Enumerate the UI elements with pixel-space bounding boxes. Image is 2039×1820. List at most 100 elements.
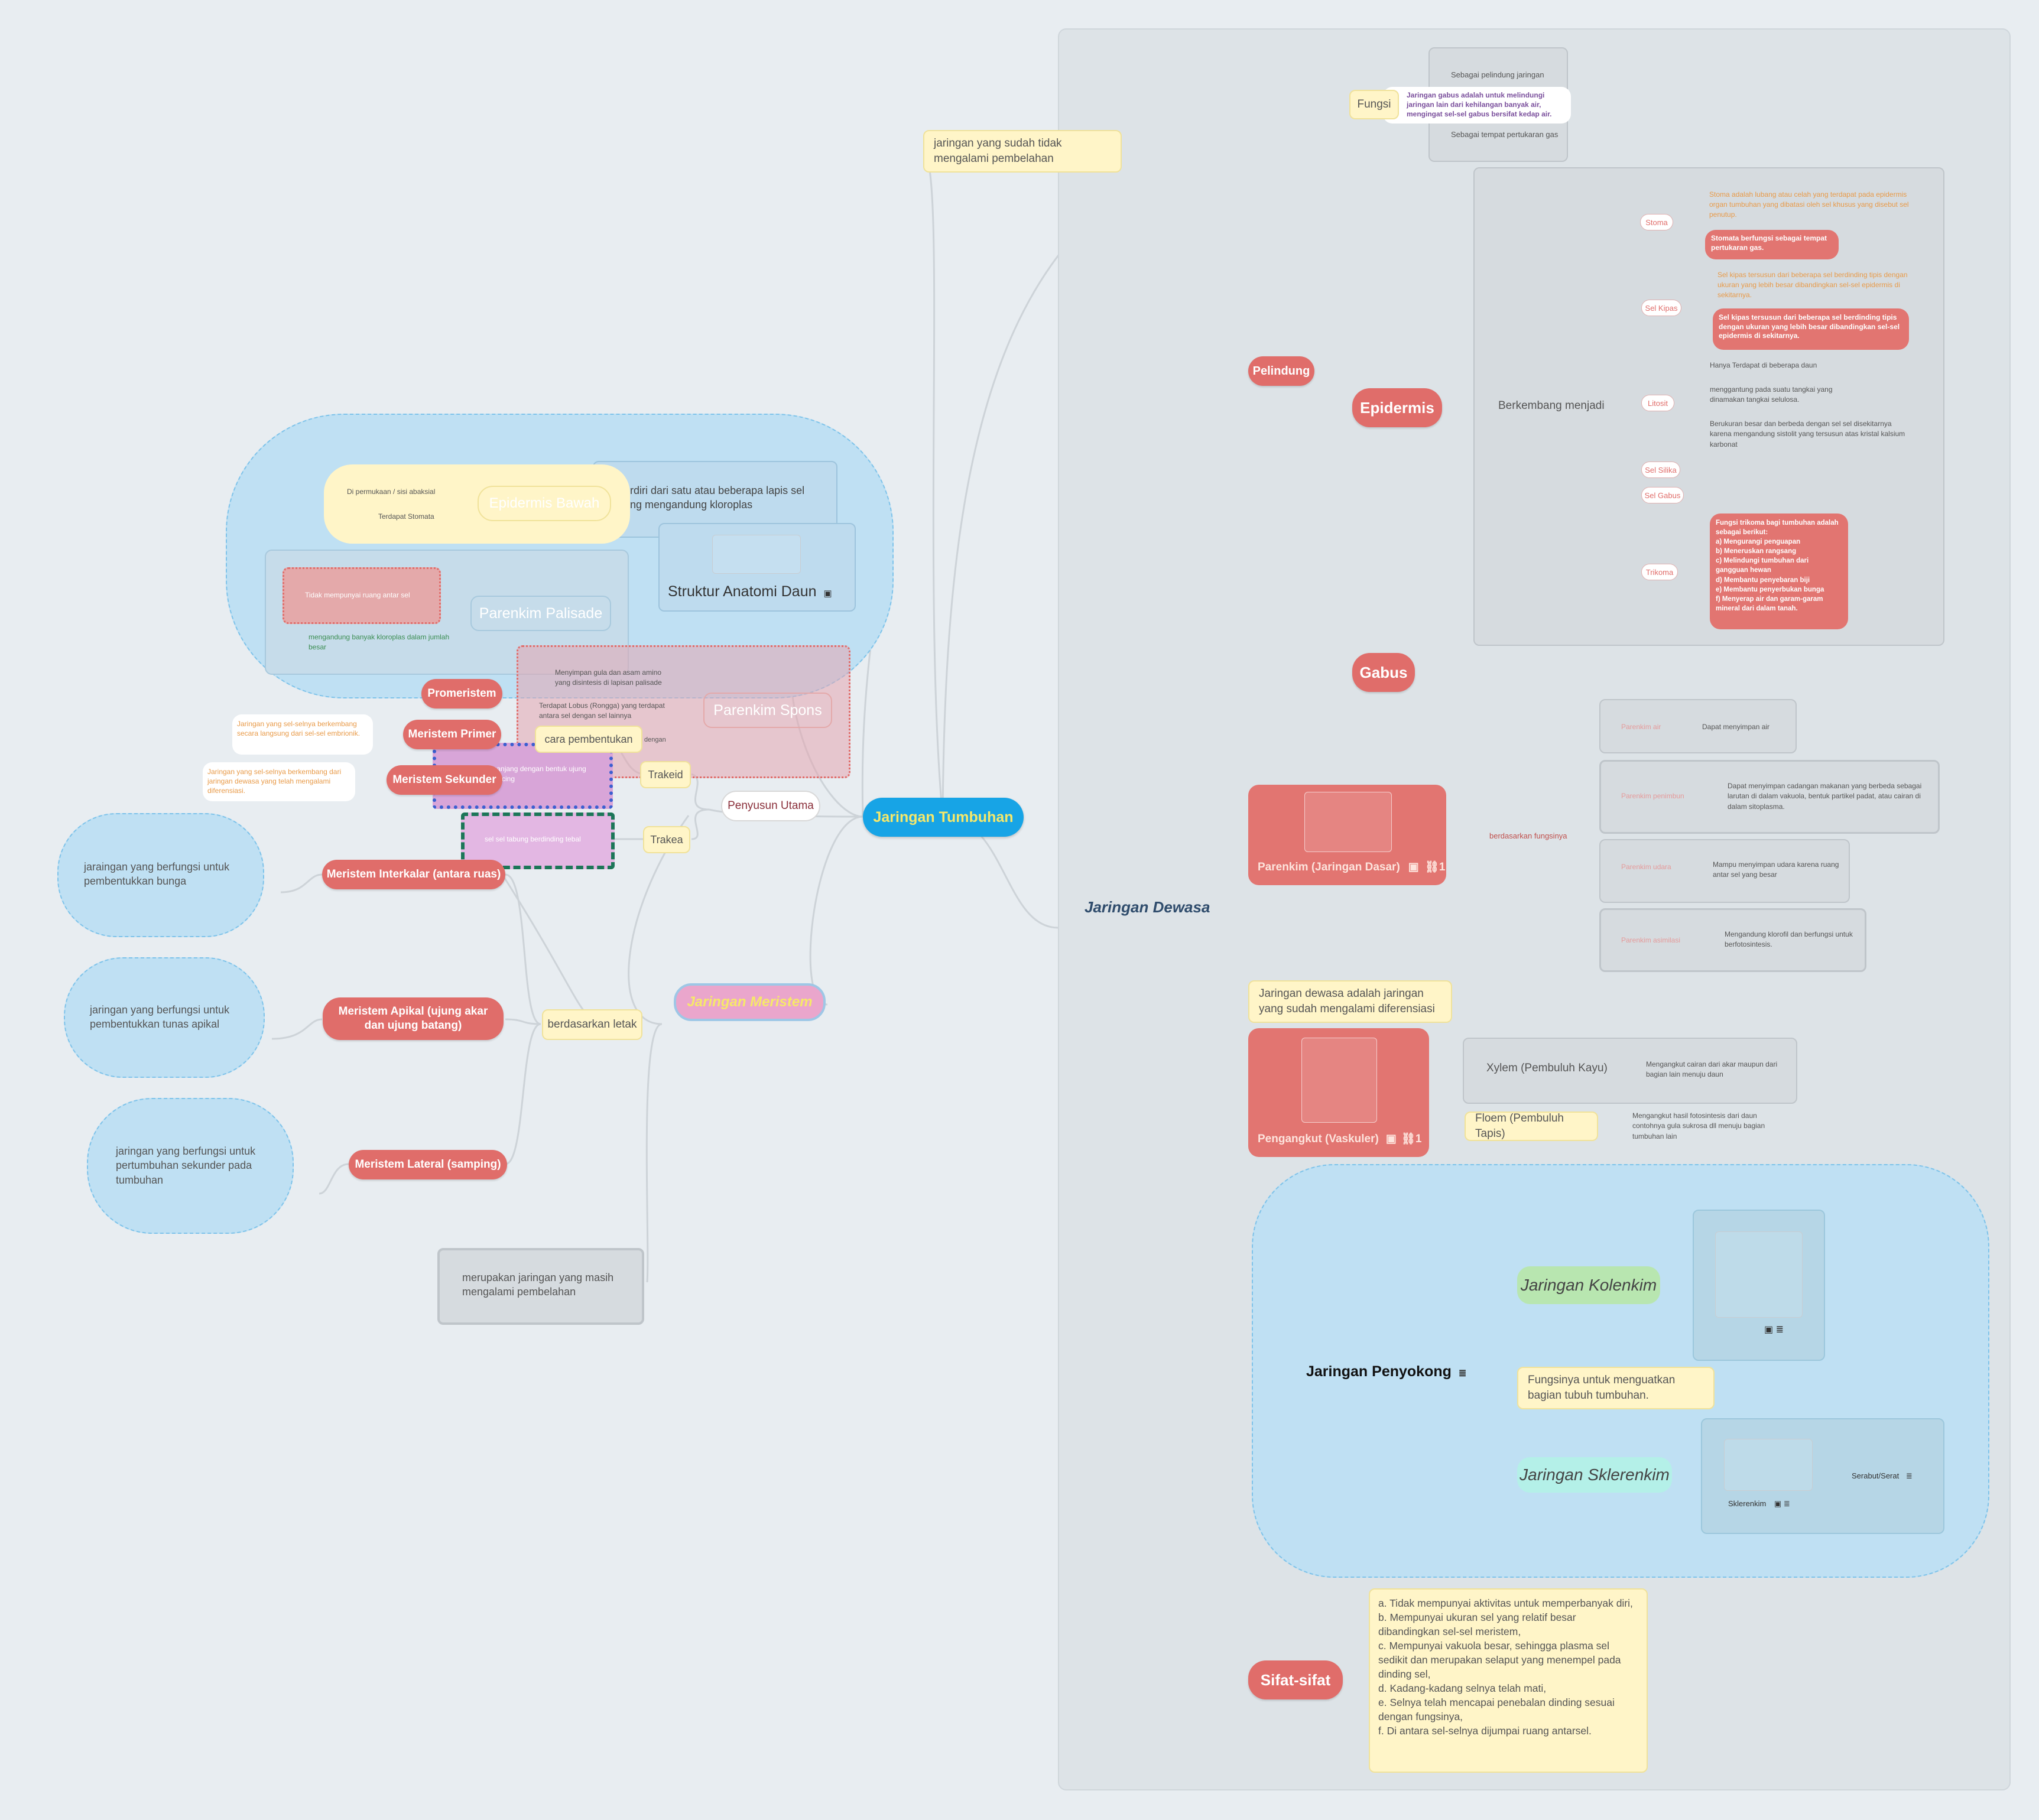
kolenkim-image-panel	[1693, 1210, 1825, 1361]
berdasarkan-fungsinya[interactable]: berdasarkan fungsinya	[1489, 831, 1567, 840]
serabut-node[interactable]: Serabut/Serat ≣	[1852, 1471, 1913, 1480]
penyusun-utama-node[interactable]: Penyusun Utama	[721, 791, 820, 821]
link-icon: ⛓	[1424, 861, 1439, 873]
parenkim-asimilasi-label[interactable]: Parenkim asimilasi	[1621, 936, 1681, 944]
image-icon: ▣	[1385, 1133, 1397, 1145]
parenkim-node[interactable]: Parenkim (Jaringan Dasar) ▣ ⛓1	[1248, 785, 1446, 885]
epidermis-bawah-item-2: Terdapat Stomata	[378, 512, 434, 521]
meristem-lateral-node[interactable]: Meristem Lateral (samping)	[349, 1150, 507, 1179]
parenkim-penimbun-label[interactable]: Parenkim penimbun	[1621, 792, 1684, 800]
kolenkim-node[interactable]: Jaringan Kolenkim	[1517, 1266, 1660, 1304]
meristem-note[interactable]: merupakan jaringan yang masih mengalami …	[462, 1272, 614, 1298]
sifat-list[interactable]: a. Tidak mempunyai aktivitas untuk mempe…	[1369, 1588, 1648, 1773]
epidermis-bawah-box	[324, 464, 630, 544]
cara-pembentukan-node[interactable]: cara pembentukan	[535, 726, 642, 753]
parenkim-asimilasi-panel	[1599, 908, 1866, 972]
struktur-box	[658, 523, 856, 612]
floem-node[interactable]: Floem (Pembuluh Tapis)	[1465, 1112, 1598, 1141]
sel-kipas-node[interactable]: Sel Kipas	[1641, 300, 1681, 316]
parenkim-udara-label[interactable]: Parenkim udara	[1621, 863, 1671, 871]
spons-label[interactable]: Parenkim Spons	[703, 693, 832, 728]
kolenkim-image	[1715, 1231, 1803, 1318]
trakea-desc-box	[461, 812, 615, 869]
meristem-sekunder-desc: Jaringan yang sel-selnya berkembang dari…	[203, 762, 355, 801]
xylem-panel	[1463, 1038, 1797, 1104]
meristem-note-panel	[437, 1248, 644, 1325]
palisade-item-2: mengandung banyak kloroplas dalam jumlah…	[309, 633, 450, 652]
berkembang-menjadi[interactable]: Berkembang menjadi	[1498, 399, 1605, 412]
link-icon: ⛓	[1401, 1133, 1415, 1145]
sklerenkim-image-caption: Sklerenkim ▣ ≣	[1728, 1499, 1790, 1508]
pengangkut-link-count: 1	[1415, 1133, 1422, 1145]
stoma-node[interactable]: Stoma	[1640, 214, 1673, 230]
image-icon: ▣	[823, 589, 832, 599]
pengangkut-image	[1301, 1038, 1377, 1123]
parenkim-air-desc: Dapat menyimpan air	[1702, 723, 1770, 731]
litosit-item-2: menggantung pada suatu tangkai yang dina…	[1710, 385, 1833, 404]
berdasarkan-letak-node[interactable]: berdasarkan letak	[542, 1009, 642, 1040]
parenkim-udara-panel	[1599, 839, 1850, 903]
trikoma-node[interactable]: Trikoma	[1641, 564, 1678, 580]
pengangkut-node[interactable]: Pengangkut (Vaskuler) ▣ ⛓1	[1248, 1028, 1429, 1157]
fungsi-item-1: Sebagai pelindung jaringan	[1451, 70, 1544, 79]
trakea-desc: sel sel tabung berdinding tebal	[485, 835, 581, 843]
sel-kipas-desc: Sel kipas tersusun dari beberapa sel ber…	[1717, 271, 1908, 299]
stoma-function-box: Stomata berfungsi sebagai tempat pertuka…	[1705, 230, 1839, 259]
meristem-primer-node[interactable]: Meristem Primer	[403, 720, 501, 749]
penyokong-desc[interactable]: Fungsinya untuk menguatkan bagian tubuh …	[1517, 1367, 1715, 1409]
parenkim-penimbun-desc: Dapat menyimpan cadangan makanan yang be…	[1728, 782, 1922, 811]
pelindung-node[interactable]: Pelindung	[1248, 356, 1314, 386]
parenkim-air-panel	[1599, 699, 1797, 753]
sklerenkim-panel	[1701, 1418, 1944, 1534]
struktur-image	[712, 535, 801, 574]
sifat-node[interactable]: Sifat-sifat	[1248, 1660, 1343, 1699]
lapis-text[interactable]: Terdiri dari satu atau beberapa lapis se…	[619, 485, 805, 511]
lateral-desc[interactable]: jaringan yang berfungsi untuk pertumbuha…	[116, 1145, 256, 1186]
xylem-node[interactable]: Xylem (Pembuluh Kayu)	[1486, 1062, 1608, 1074]
trikoma-function-box: Fungsi trikoma bagi tumbuhan adalah seba…	[1710, 514, 1848, 629]
parenkim-asimilasi-desc: Mengandung klorofil dan berfungsi untuk …	[1725, 930, 1853, 949]
root-topic[interactable]: Jaringan Tumbuhan	[863, 798, 1024, 837]
trakea-node[interactable]: Trakea	[643, 826, 690, 853]
parenkim-link-count: 1	[1439, 861, 1446, 873]
dewasa-definition[interactable]: Jaringan dewasa adalah jaringan yang sud…	[1248, 980, 1452, 1023]
jaringan-dewasa-title[interactable]: Jaringan Dewasa	[1085, 898, 1210, 916]
dewasa-note[interactable]: jaringan yang sudah tidak mengalami pemb…	[923, 130, 1122, 173]
lateral-cloud	[87, 1098, 294, 1234]
palisade-item-1: Tidak mempunyai ruang antar sel	[305, 591, 410, 599]
interkalar-desc[interactable]: jaraingan yang berfungsi untuk pembentuk…	[84, 861, 230, 888]
sel-gabus-node[interactable]: Sel Gabus	[1641, 487, 1684, 503]
parenkim-air-label[interactable]: Parenkim air	[1621, 723, 1661, 731]
sel-silika-node[interactable]: Sel Silika	[1641, 462, 1680, 478]
parenkim-udara-desc: Mampu menyimpan udara karena ruang antar…	[1713, 860, 1839, 879]
parenkim-image	[1304, 792, 1392, 852]
sklerenkim-node[interactable]: Jaringan Sklerenkim	[1517, 1457, 1672, 1493]
meristem-apikal-node[interactable]: Meristem Apikal (ujung akar dan ujung ba…	[323, 997, 504, 1040]
promeristem-node[interactable]: Promeristem	[421, 679, 502, 708]
fungsi-item-3: Sebagai tempat pertukaran gas	[1451, 130, 1559, 139]
jaringan-meristem-node[interactable]: Jaringan Meristem	[674, 983, 826, 1021]
struktur-node[interactable]: Struktur Anatomi Daun▣	[668, 583, 832, 600]
meristem-sekunder-node[interactable]: Meristem Sekunder	[387, 765, 502, 795]
pengangkut-label: Pengangkut (Vaskuler)	[1258, 1133, 1379, 1145]
palisade-label[interactable]: Parenkim Palisade	[470, 596, 611, 631]
note-icon: ≣	[1458, 1369, 1467, 1379]
fungsi-item-2: Jaringan gabus adalah untuk melindungi j…	[1383, 87, 1571, 124]
dengan-label: dengan	[644, 736, 666, 743]
meristem-interkalar-node[interactable]: Meristem Interkalar (antara ruas)	[322, 860, 505, 889]
gabus-node[interactable]: Gabus	[1352, 653, 1415, 692]
sklerenkim-image	[1724, 1439, 1813, 1491]
apikal-desc[interactable]: jaringan yang berfungsi untuk pembentukk…	[90, 1004, 230, 1031]
trakeid-node[interactable]: Trakeid	[640, 761, 691, 788]
epidermis-bawah-label[interactable]: Epidermis Bawah	[478, 486, 611, 521]
floem-desc: Mengangkut hasil fotosintesis dari daun …	[1632, 1112, 1765, 1140]
image-icon: ▣	[1408, 861, 1419, 873]
spons-item-2: Terdapat Lobus (Rongga) yang terdapat an…	[539, 701, 665, 720]
litosit-node[interactable]: Litosit	[1641, 395, 1674, 411]
fungsi-node[interactable]: Fungsi	[1349, 90, 1399, 119]
epidermis-node[interactable]: Epidermis	[1352, 388, 1442, 427]
parenkim-label: Parenkim (Jaringan Dasar)	[1258, 861, 1400, 873]
meristem-primer-desc: Jaringan yang sel-selnya berkembang seca…	[232, 714, 373, 755]
stoma-desc: Stoma adalah lubang atau celah yang terd…	[1709, 190, 1909, 219]
penyokong-label[interactable]: Jaringan Penyokong≣	[1306, 1363, 1467, 1380]
